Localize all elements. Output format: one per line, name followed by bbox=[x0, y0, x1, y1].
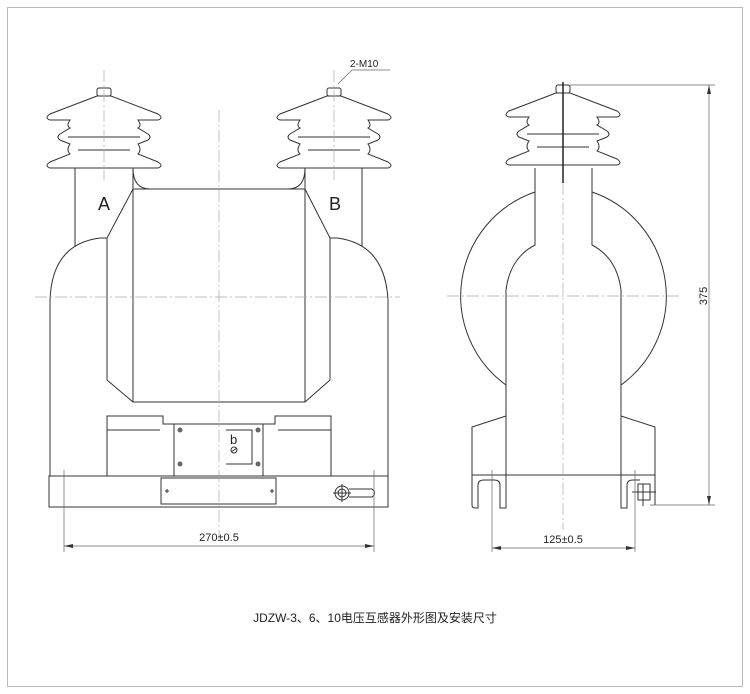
height-dimension: 375 bbox=[698, 287, 710, 305]
side-width-dimension: 125±0.5 bbox=[543, 534, 583, 546]
front-width-dimension: 270±0.5 bbox=[199, 532, 239, 544]
terminal-a-label: A bbox=[98, 194, 110, 214]
bolt-spec-label: 2-M10 bbox=[350, 59, 379, 70]
drawing-caption: JDZW-3、6、10电压互感器外形图及安装尺寸 bbox=[253, 611, 497, 625]
side-view: 375 125±0.5 bbox=[447, 82, 715, 552]
drawing-frame bbox=[7, 7, 743, 687]
front-view: A B b 2-M10 270±0.5 bbox=[35, 59, 400, 552]
terminal-small-b-label: b bbox=[230, 432, 237, 447]
terminal-b-label: B bbox=[329, 194, 341, 214]
